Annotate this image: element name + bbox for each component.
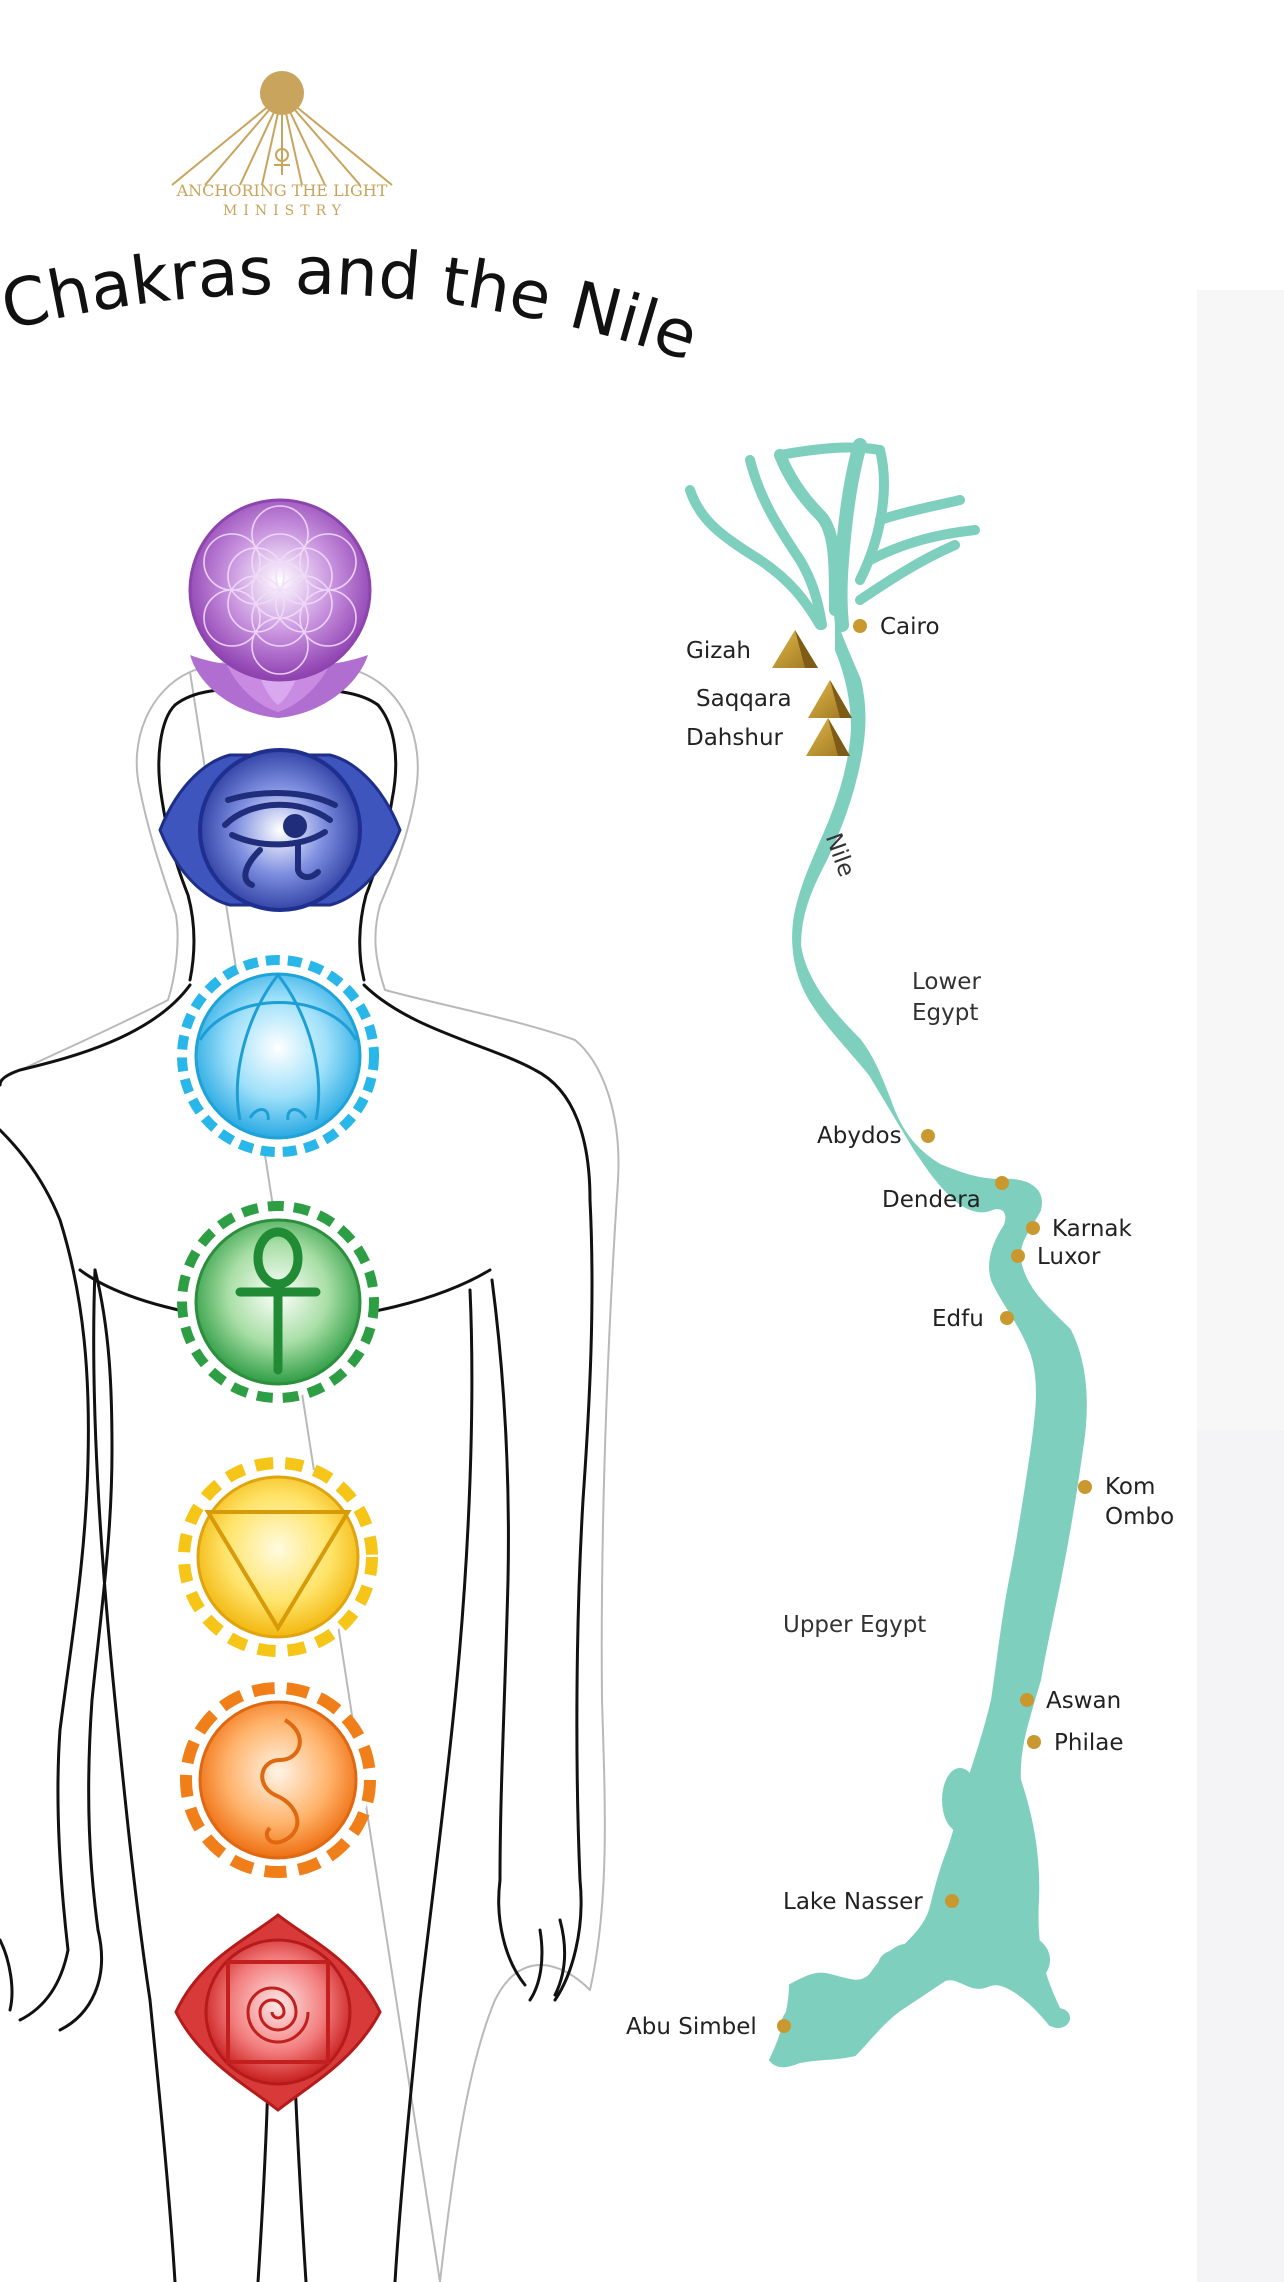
page-title-text: Chakras and the Nile xyxy=(0,232,707,375)
marker-abu-simbel xyxy=(777,2019,791,2033)
label-saqqara: Saqqara xyxy=(696,686,792,712)
third-eye-chakra xyxy=(158,748,402,912)
logo-subtitle: MINISTRY xyxy=(223,203,347,219)
marker-dendera xyxy=(995,1176,1009,1190)
marker-philae xyxy=(1027,1735,1041,1749)
marker-cairo xyxy=(853,619,867,633)
heart-chakra xyxy=(177,1201,379,1403)
label-dendera: Dendera xyxy=(882,1187,981,1213)
root-chakra xyxy=(174,1913,382,2112)
region-label-lower: Lower xyxy=(912,969,981,995)
solar-plexus-chakra xyxy=(178,1457,378,1657)
label-abu-simbel: Abu Simbel xyxy=(626,2014,757,2040)
throat-chakra xyxy=(177,955,379,1157)
right-gray-panel-lower xyxy=(1197,1430,1284,2282)
sacral-chakra xyxy=(180,1682,376,1878)
ministry-logo: ANCHORING THE LIGHT MINISTRY xyxy=(171,71,393,219)
region-label-upper-egypt: Upper Egypt xyxy=(783,1612,926,1638)
marker-kom-ombo xyxy=(1078,1480,1092,1494)
lake-nasser-water xyxy=(780,1768,1070,2060)
label-aswan: Aswan xyxy=(1046,1688,1121,1714)
human-body-outline xyxy=(0,658,620,2282)
label-ombo: Ombo xyxy=(1105,1504,1174,1530)
nile-map: Nile Cairo Giza xyxy=(626,438,1174,2068)
region-label-egypt: Egypt xyxy=(912,1000,978,1026)
label-abydos: Abydos xyxy=(817,1123,902,1149)
pyramid-icon-saqqara xyxy=(808,680,852,718)
logo-name: ANCHORING THE LIGHT xyxy=(176,181,388,200)
label-philae: Philae xyxy=(1054,1730,1123,1756)
nile-river xyxy=(769,619,1087,2068)
marker-aswan xyxy=(1020,1693,1034,1707)
marker-edfu xyxy=(1000,1311,1014,1325)
marker-abydos xyxy=(921,1129,935,1143)
spiral-icon xyxy=(198,1700,358,1860)
triangle-icon xyxy=(196,1475,360,1639)
square-spiral-icon xyxy=(204,1938,352,2086)
page-title: Chakras and the Nile xyxy=(0,232,707,375)
pyramid-icon-dahshur xyxy=(806,718,850,756)
marker-luxor xyxy=(1011,1249,1025,1263)
marker-karnak xyxy=(1026,1221,1040,1235)
sun-icon xyxy=(260,71,304,115)
label-karnak: Karnak xyxy=(1052,1216,1132,1242)
eye-of-horus-icon xyxy=(198,748,362,912)
crown-chakra xyxy=(188,498,372,718)
label-luxor: Luxor xyxy=(1037,1244,1101,1270)
label-edfu: Edfu xyxy=(932,1306,984,1332)
label-kom: Kom xyxy=(1105,1474,1155,1500)
label-dahshur: Dahshur xyxy=(686,725,784,751)
throat-spiral-icon xyxy=(194,972,362,1140)
location-markers xyxy=(777,619,1092,2033)
marker-lake-nasser xyxy=(945,1894,959,1908)
label-cairo: Cairo xyxy=(880,614,940,640)
nile-delta xyxy=(685,438,980,632)
label-lake-nasser: Lake Nasser xyxy=(783,1889,923,1915)
label-gizah: Gizah xyxy=(686,638,751,664)
pyramid-icon-gizah xyxy=(772,630,818,668)
